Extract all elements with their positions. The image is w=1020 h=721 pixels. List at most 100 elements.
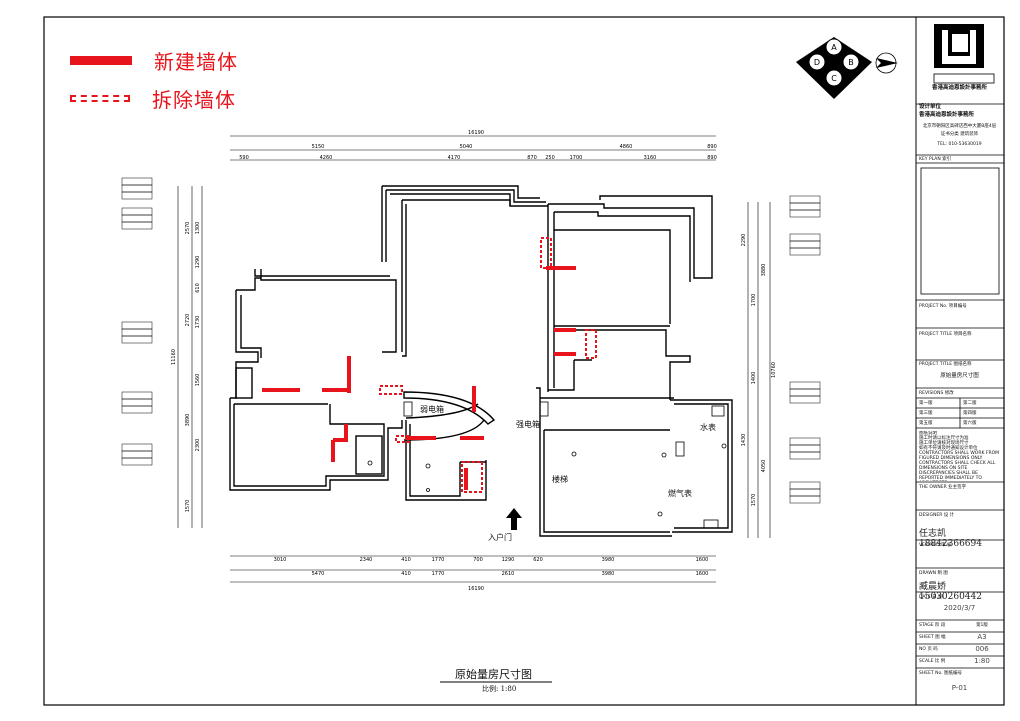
fixtures [367,401,727,529]
drawing-title-group: 原始量房尺寸图 比例: 1:80 [440,667,552,693]
drawing-title: 原始量房尺寸图 [455,667,532,681]
dim-left-2: 1290 [195,256,201,269]
demolished-walls [379,237,597,493]
project-no-label: PROJECT No. 项目编号 [919,304,967,309]
dim-right-6: 1570 [751,494,757,507]
dim-bot-1-8: 1600 [696,557,709,563]
dim-bot-2-2: 1770 [432,571,445,577]
designer-label: DESIGNER 设 计 [919,513,955,518]
revisions-label: REVISIONS 修改 [919,391,954,396]
dim-left-4: 1730 [195,316,201,329]
dim-right-1: 3880 [761,264,767,277]
entrance-arrow-icon [506,508,522,530]
drawing-notes: 图纸说明 施工时请以标注尺寸为准 施工单位请核对现场尺寸 如有不符请及时通知设计… [919,431,999,481]
dim-bot-1-5: 1290 [502,557,515,563]
compass-n: A [831,43,837,52]
stage-value: 第1版 [976,623,988,628]
label-water-meter: 水表 [700,422,716,432]
dim-right-4: 4050 [761,460,767,473]
drawing-scale: 比例: 1:80 [482,684,516,693]
sheet-no-label: SHEET No. 图纸编号 [919,671,963,676]
dim-left-1: 1300 [195,222,201,235]
dim-bot-overall: 16190 [468,586,484,592]
legend-demolish-wall-label: 拆除墙体 [152,88,236,112]
scale-value: 1:80 [974,657,990,665]
dim-right-overall: 10760 [771,362,777,378]
dim-right-0: 2290 [741,234,747,247]
dim-left-6: 1560 [195,374,201,387]
new-wall-swatch [70,56,132,65]
rev-2: 第二版 [963,401,977,406]
dim-bot-1-4: 700 [473,557,483,563]
floor-plan-walls [229,185,733,537]
compass-s: C [831,74,837,83]
dim-bot-2-0: 5470 [312,571,325,577]
demolish-wall-swatch [70,95,130,102]
dim-bot-2-1: 410 [401,571,411,577]
designer-signature: 任志凯18842366694 [919,529,982,549]
dim-left-overall: 11160 [171,349,177,365]
label-weak-box: 弱电箱 [420,404,444,414]
firm-address: 北京市朝阳区高碑店西中大厦B座4层 [922,124,997,129]
dim-top-2-2: 4860 [620,144,633,150]
legend-demolish-wall: 拆除墙体 [70,84,236,113]
drawing-title-label: PROJECT TITLE 图纸名称 [919,362,972,367]
rev-4: 第四版 [963,411,977,416]
dim-top-3-0: 590 [239,155,249,161]
drawn-signature: 臧晨娇15030260442 [919,582,982,602]
project-title-label: PROJECT TITLE 项目名称 [919,332,972,337]
drawing-name-value: 原始量房尺寸图 [940,373,979,379]
compass-e: B [848,58,854,67]
dim-bot-1-3: 1770 [432,557,445,563]
dim-left-9: 1570 [185,500,191,513]
dim-bot-1-2: 410 [401,557,411,563]
dim-bot-2-5: 1600 [696,571,709,577]
firm-tel: TEL: 010-53630019 [937,142,982,147]
dim-top-overall: 16190 [468,130,484,136]
sheet-no-value: P-01 [951,684,968,692]
title-block [916,24,1004,669]
dim-right-3: 1400 [751,372,757,385]
sheet-value: A3 [977,633,987,641]
dim-top-2-3: 890 [707,144,717,150]
dim-top-3-7: 890 [707,155,717,161]
key-plan-label: KEY PLAN 索引 [919,157,952,162]
legend-new-wall: 新建墙体 [70,46,238,75]
left-annotation-tags [121,177,153,466]
no-label: NO 页 码 [919,647,938,652]
dim-top-3-1: 4260 [320,155,333,161]
stage-label: STAGE 阶 段 [919,623,946,628]
north-arrow-icon [875,52,898,74]
sheet-label: SHEET 图 幅 [919,635,946,640]
verified-label: VERIFIED 审 核 [919,543,952,548]
dim-right-2: 1700 [751,294,757,307]
rev-3: 第三版 [919,411,933,416]
dim-top-3-2: 4170 [448,155,461,161]
dim-top-2-0: 5150 [312,144,325,150]
firm-full-name: 香港高迪恩設計事務所 [919,112,975,118]
gdk-logo [933,24,995,84]
new-walls [262,266,576,490]
dim-top-3-6: 3160 [644,155,657,161]
dim-bot-1-6: 620 [533,557,543,563]
no-value: 006 [975,645,989,653]
right-annotation-tags [789,195,821,504]
dim-left-7: 3890 [185,414,191,427]
dim-bot-1-7: 3980 [602,557,615,563]
dim-top-3-5: 1700 [570,155,583,161]
date-label: DATE 日 期 [919,595,943,600]
label-stairs: 楼梯 [552,474,568,484]
dim-top-2-1: 5040 [460,144,473,150]
dim-bot-2-3: 2610 [502,571,515,577]
dim-bot-1-0: 3010 [274,557,287,563]
compass-w: D [814,58,820,67]
firm-name: 香港高迪恩設計事務所 [931,85,987,91]
legend-new-wall-label: 新建墙体 [154,50,238,74]
design-unit-label: 设计单位 [919,104,942,110]
rev-5: 第五版 [919,421,933,426]
firm-sub: 证书分类 建筑装饰 [940,132,979,137]
owner-label: THE OWNER 业主签字 [919,485,967,490]
dim-left-8: 2300 [195,439,201,452]
dim-right-5: 1430 [741,434,747,447]
